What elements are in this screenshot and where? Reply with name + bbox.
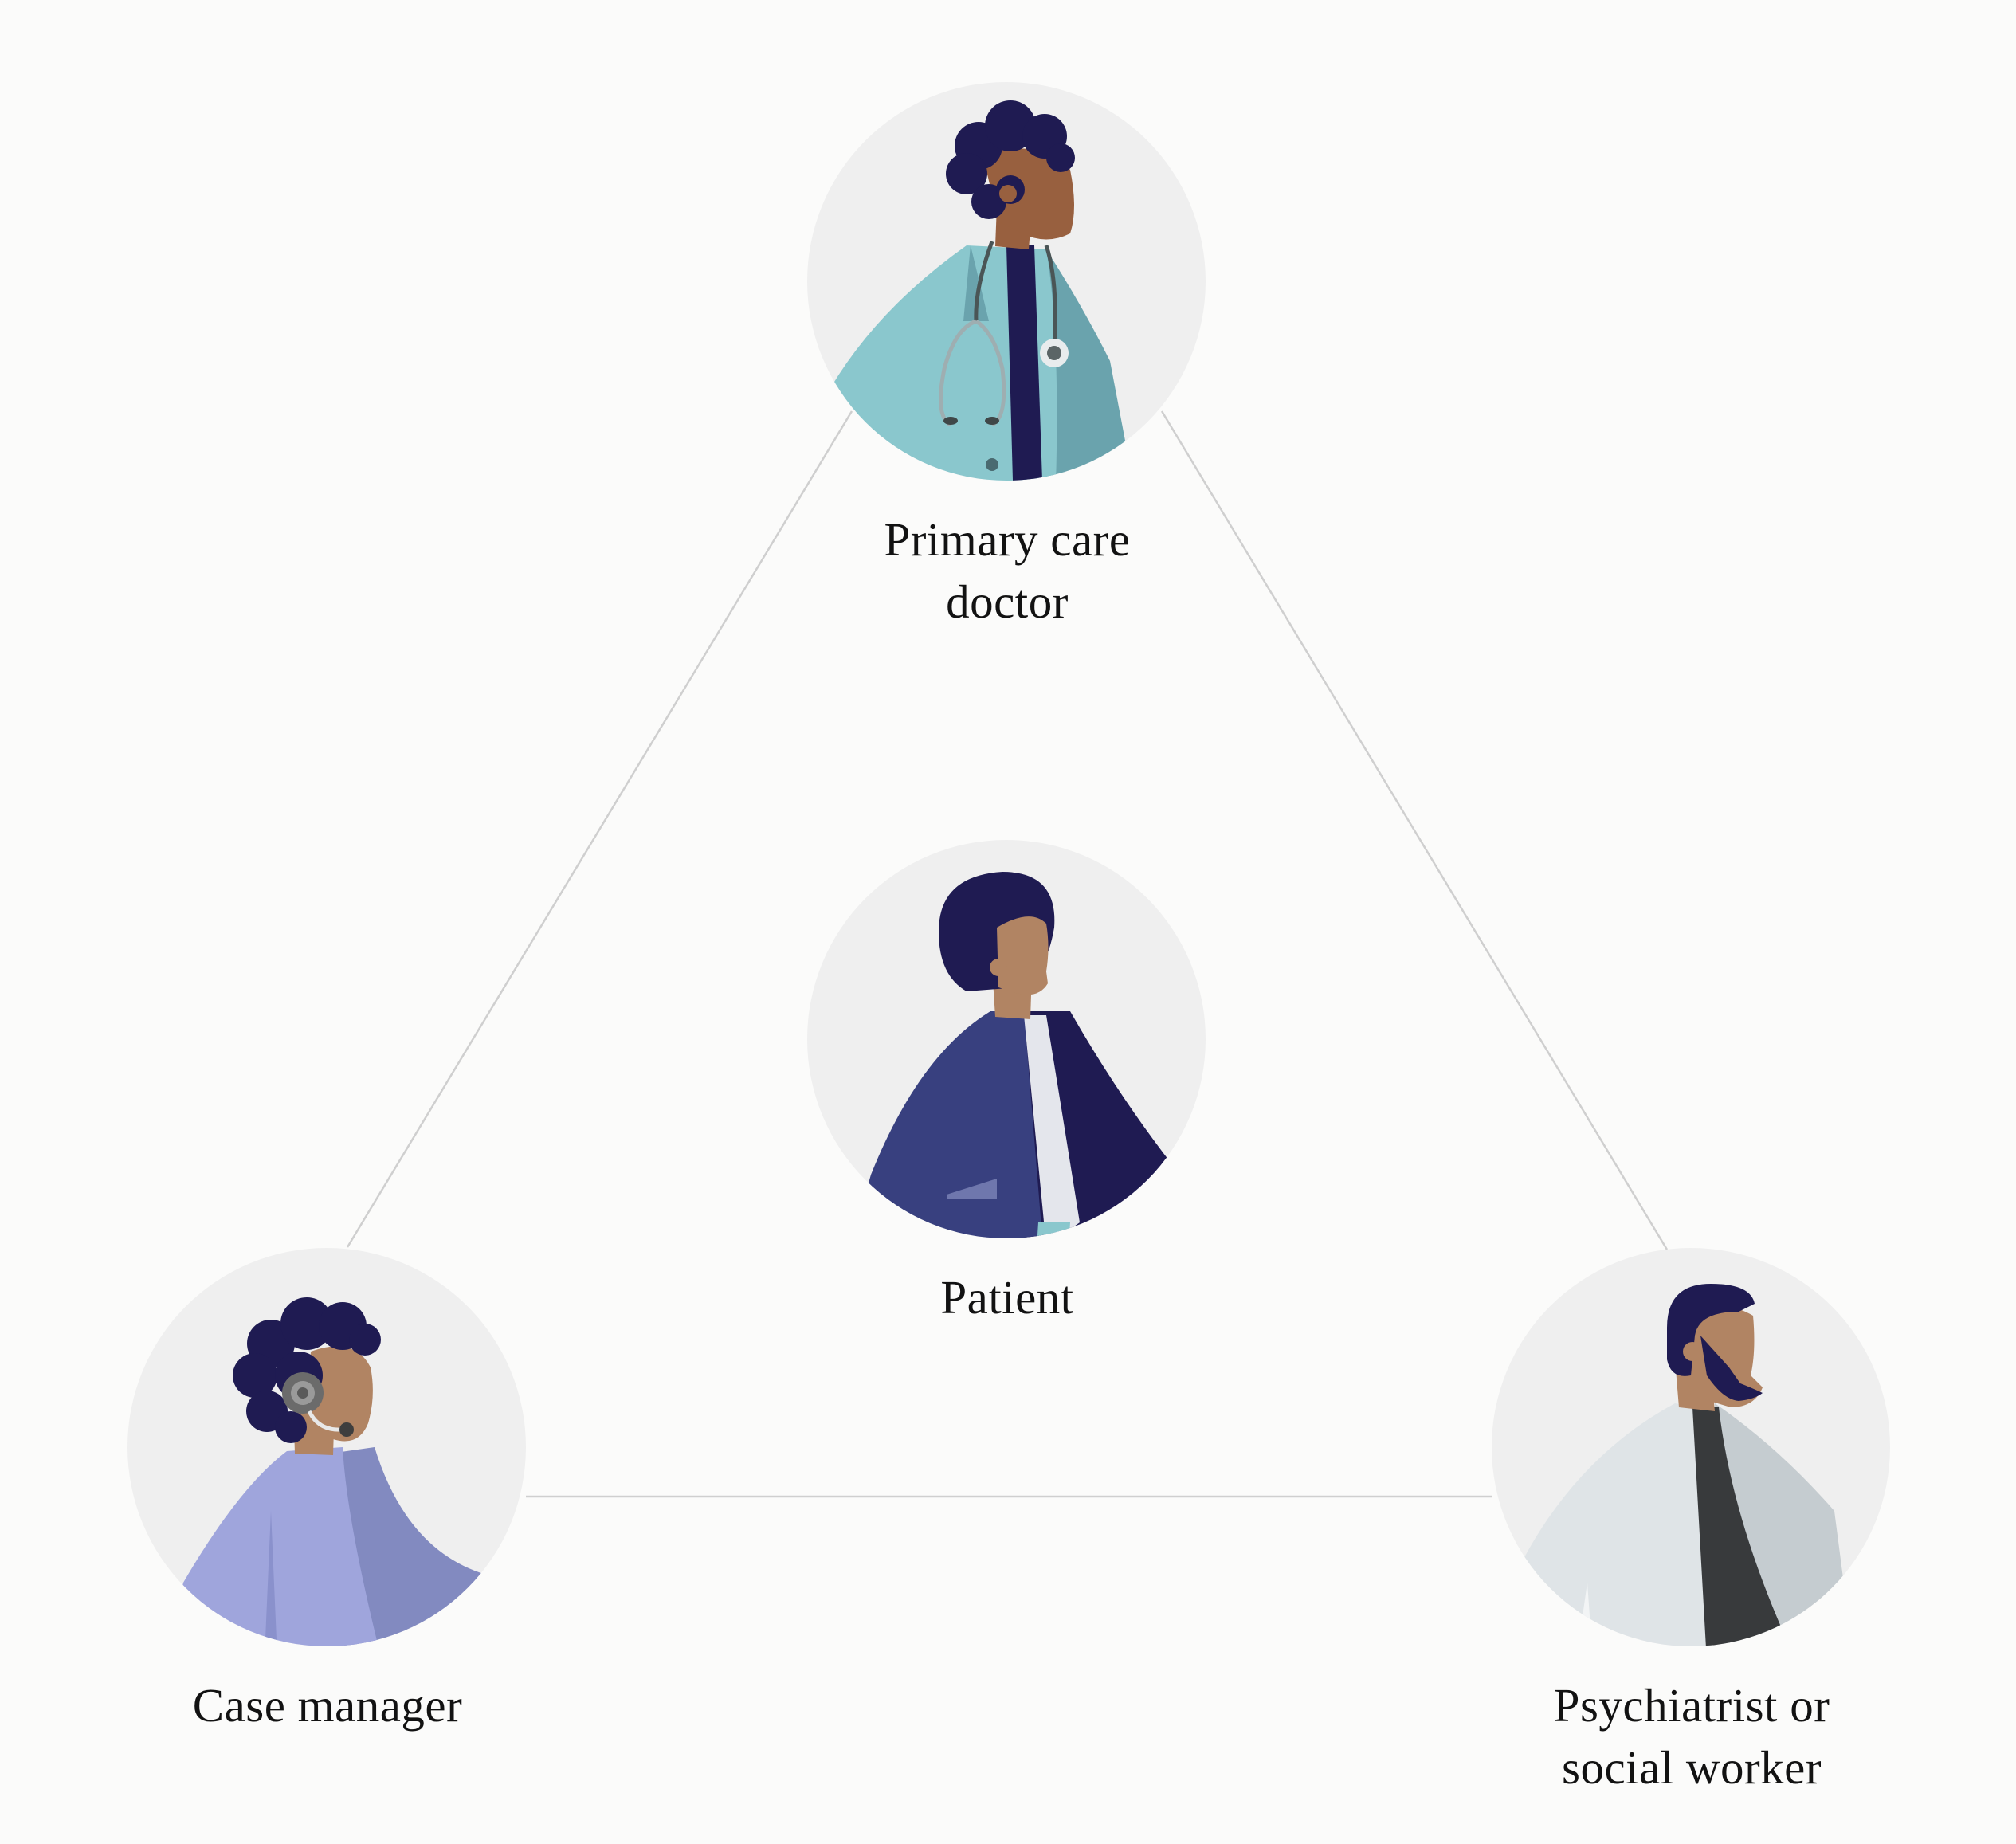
primary-care-doctor-avatar bbox=[807, 82, 1206, 481]
patient-label: Patient bbox=[728, 1266, 1286, 1328]
connector-right-edge bbox=[1160, 410, 1669, 1250]
psychiatrist-avatar bbox=[1492, 1248, 1890, 1646]
doctor-with-stethoscope-icon bbox=[807, 82, 1206, 481]
case-manager-label: Case manager bbox=[49, 1674, 606, 1736]
psychiatrist-label: Psychiatrist or social worker bbox=[1413, 1674, 1971, 1799]
case-manager-headset-icon bbox=[127, 1248, 526, 1646]
case-manager-label-text: Case manager bbox=[192, 1679, 463, 1732]
patient-avatar bbox=[807, 840, 1206, 1238]
primary-care-doctor-label-line1: Primary care bbox=[884, 513, 1131, 566]
psychiatrist-label-line1: Psychiatrist or bbox=[1553, 1679, 1830, 1732]
primary-care-doctor-label-line2: doctor bbox=[946, 575, 1069, 628]
case-manager-avatar bbox=[127, 1248, 526, 1646]
patient-icon bbox=[807, 840, 1206, 1238]
primary-care-doctor-label: Primary care doctor bbox=[728, 508, 1286, 633]
connector-left-edge bbox=[346, 410, 853, 1248]
psychiatrist-label-line2: social worker bbox=[1562, 1741, 1822, 1794]
patient-label-text: Patient bbox=[940, 1271, 1074, 1324]
psychiatrist-icon bbox=[1492, 1248, 1890, 1646]
